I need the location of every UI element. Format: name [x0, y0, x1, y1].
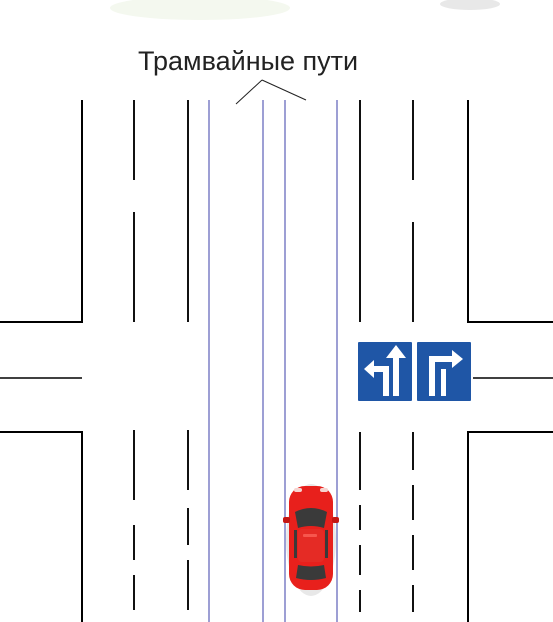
tram-rails: [208, 100, 338, 622]
lane-direction-signs: [356, 340, 473, 403]
lane-straight-and-right-arrow-icon: [415, 340, 473, 403]
tram-tracks-label: Трамвайные пути: [138, 46, 358, 76]
road-edges: [0, 100, 553, 622]
lane-straight-and-left-arrows-icon: [356, 340, 414, 403]
top-blur-artifact: [110, 0, 500, 20]
label-leader-lines: [235, 79, 307, 105]
red-car-icon: [283, 484, 339, 596]
